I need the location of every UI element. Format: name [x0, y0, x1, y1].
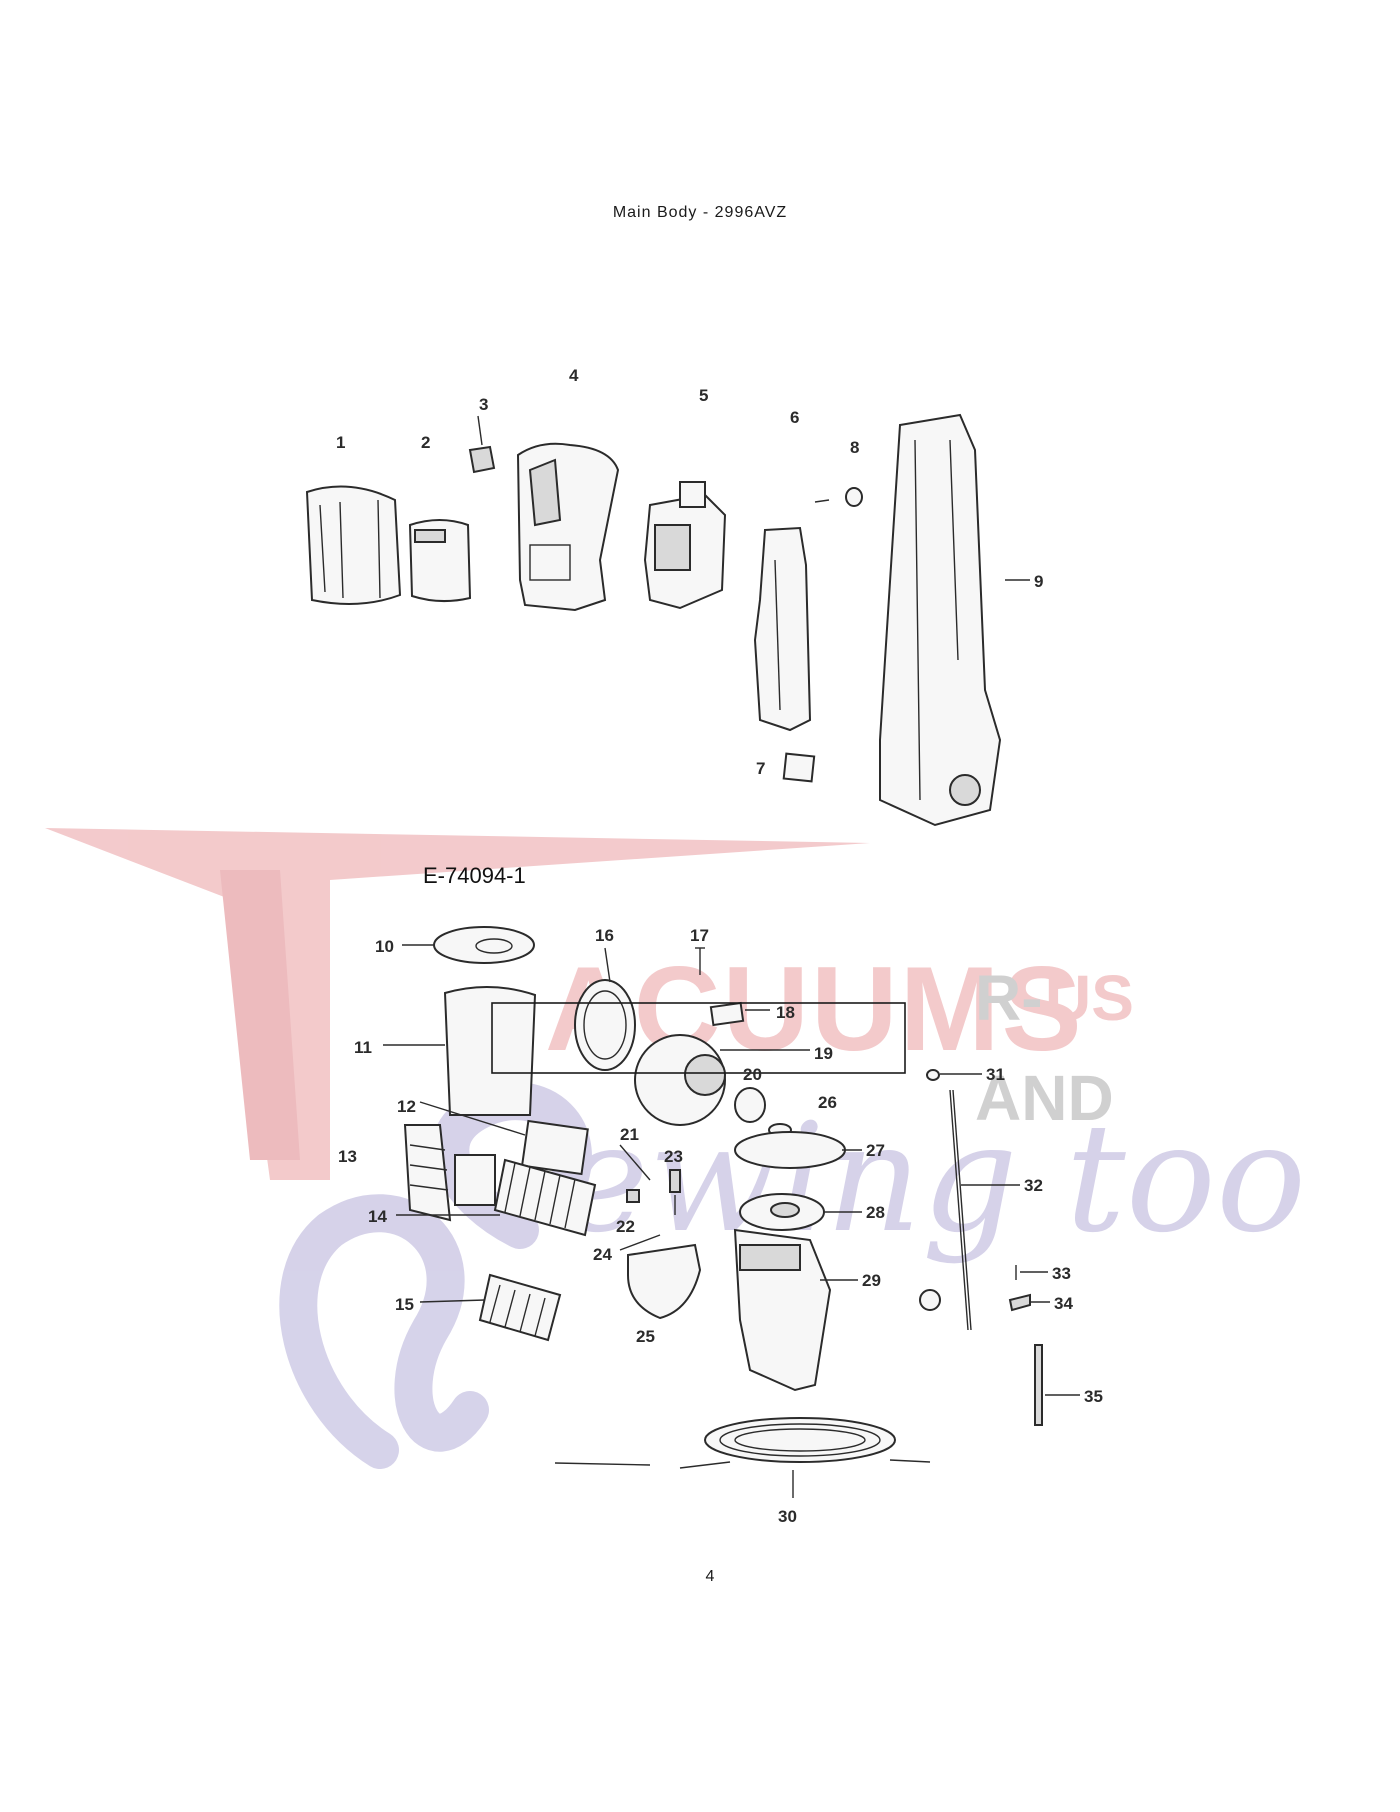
- part-12-pad: [419, 1101, 589, 1176]
- callout-17: 17: [690, 926, 709, 945]
- callout-22: 22: [616, 1217, 635, 1236]
- part-9-rear-body: [879, 413, 1030, 827]
- callout-21: 21: [620, 1125, 639, 1144]
- callout-35: 35: [1084, 1387, 1103, 1406]
- part-30-cord: [554, 1417, 931, 1498]
- callout-13: 13: [338, 1147, 357, 1166]
- part-3-knob: [468, 415, 496, 474]
- part-23-spring: [669, 1169, 681, 1215]
- callout-2: 2: [421, 433, 430, 452]
- callout-15: 15: [395, 1295, 414, 1314]
- callout-30: 30: [778, 1507, 797, 1526]
- callout-32: 32: [1024, 1176, 1043, 1195]
- part-5-motor: [643, 481, 727, 610]
- callout-14: 14: [368, 1207, 387, 1226]
- part-13-grille: [403, 1124, 496, 1222]
- callout-7: 7: [756, 759, 765, 778]
- part-19-cyclone: [634, 1034, 810, 1126]
- callout-25: 25: [636, 1327, 655, 1346]
- callout-5: 5: [699, 386, 708, 405]
- callout-12: 12: [397, 1097, 416, 1116]
- part-27-top-plate: [734, 1131, 862, 1169]
- part-25-bin-door: [627, 1243, 702, 1320]
- svg-text:AND: AND: [975, 1062, 1114, 1134]
- callout-26: 26: [818, 1093, 837, 1112]
- part-17-screw: [695, 947, 705, 975]
- part-35-handle-rod: [1034, 1344, 1080, 1426]
- callout-27: 27: [866, 1141, 885, 1160]
- part-6-channel: [753, 526, 812, 732]
- part-4-housing: [516, 442, 620, 612]
- part-34-bracket: [1008, 1293, 1050, 1312]
- callout-28: 28: [866, 1203, 885, 1222]
- callout-6: 6: [790, 408, 799, 427]
- diagram-title: Main Body - 2996AVZ: [612, 204, 788, 221]
- callout-8: 8: [850, 438, 859, 457]
- part-2-door: [408, 519, 472, 602]
- part-28-cup: [739, 1193, 862, 1231]
- callout-4: 4: [569, 366, 579, 385]
- part-11-dust-cup: [383, 986, 537, 1116]
- part-22-clip: [626, 1189, 640, 1203]
- part-1-cover: [305, 485, 402, 605]
- callout-10: 10: [375, 937, 394, 956]
- part-14-pleated-filter: [396, 1158, 597, 1237]
- part-15-hepa: [419, 1273, 562, 1342]
- callout-1: 1: [336, 433, 345, 452]
- callout-19: 19: [814, 1044, 833, 1063]
- part-7-label: [782, 752, 816, 783]
- part-29-base-housing: [733, 1228, 858, 1392]
- callout-29: 29: [862, 1271, 881, 1290]
- part-20-cap: [734, 1087, 766, 1123]
- svg-text:US: US: [1045, 962, 1134, 1034]
- watermark-r: R-: [975, 962, 1043, 1034]
- watermark-logo: ACUUMS R- US AND ewing too: [45, 828, 1306, 1469]
- callout-20: 20: [743, 1065, 762, 1084]
- part-18-tag: [709, 1001, 770, 1027]
- assembly-code: E-74094-1: [423, 863, 526, 888]
- callout-24: 24: [593, 1245, 612, 1264]
- page-number: 4: [705, 1568, 715, 1585]
- callout-9: 9: [1034, 572, 1043, 591]
- part-10-lid: [402, 926, 535, 964]
- part-33-screw: [1015, 1265, 1048, 1280]
- svg-text:ACUUMS: ACUUMS: [545, 942, 1084, 1076]
- part-31-clip: [926, 1069, 982, 1081]
- callout-34: 34: [1054, 1294, 1073, 1313]
- callout-11: 11: [354, 1038, 372, 1057]
- part-24-pin: [619, 1234, 661, 1251]
- callout-23: 23: [664, 1147, 683, 1166]
- part-8-washer: [814, 487, 863, 507]
- part-21-rod: [619, 1144, 651, 1181]
- callout-31: 31: [986, 1065, 1005, 1084]
- callout-18: 18: [776, 1003, 795, 1022]
- callout-33: 33: [1052, 1264, 1071, 1283]
- highlight-box: [491, 1002, 906, 1074]
- callout-16: 16: [595, 926, 614, 945]
- part-32-wand: [919, 1089, 1020, 1331]
- callout-3: 3: [479, 395, 488, 414]
